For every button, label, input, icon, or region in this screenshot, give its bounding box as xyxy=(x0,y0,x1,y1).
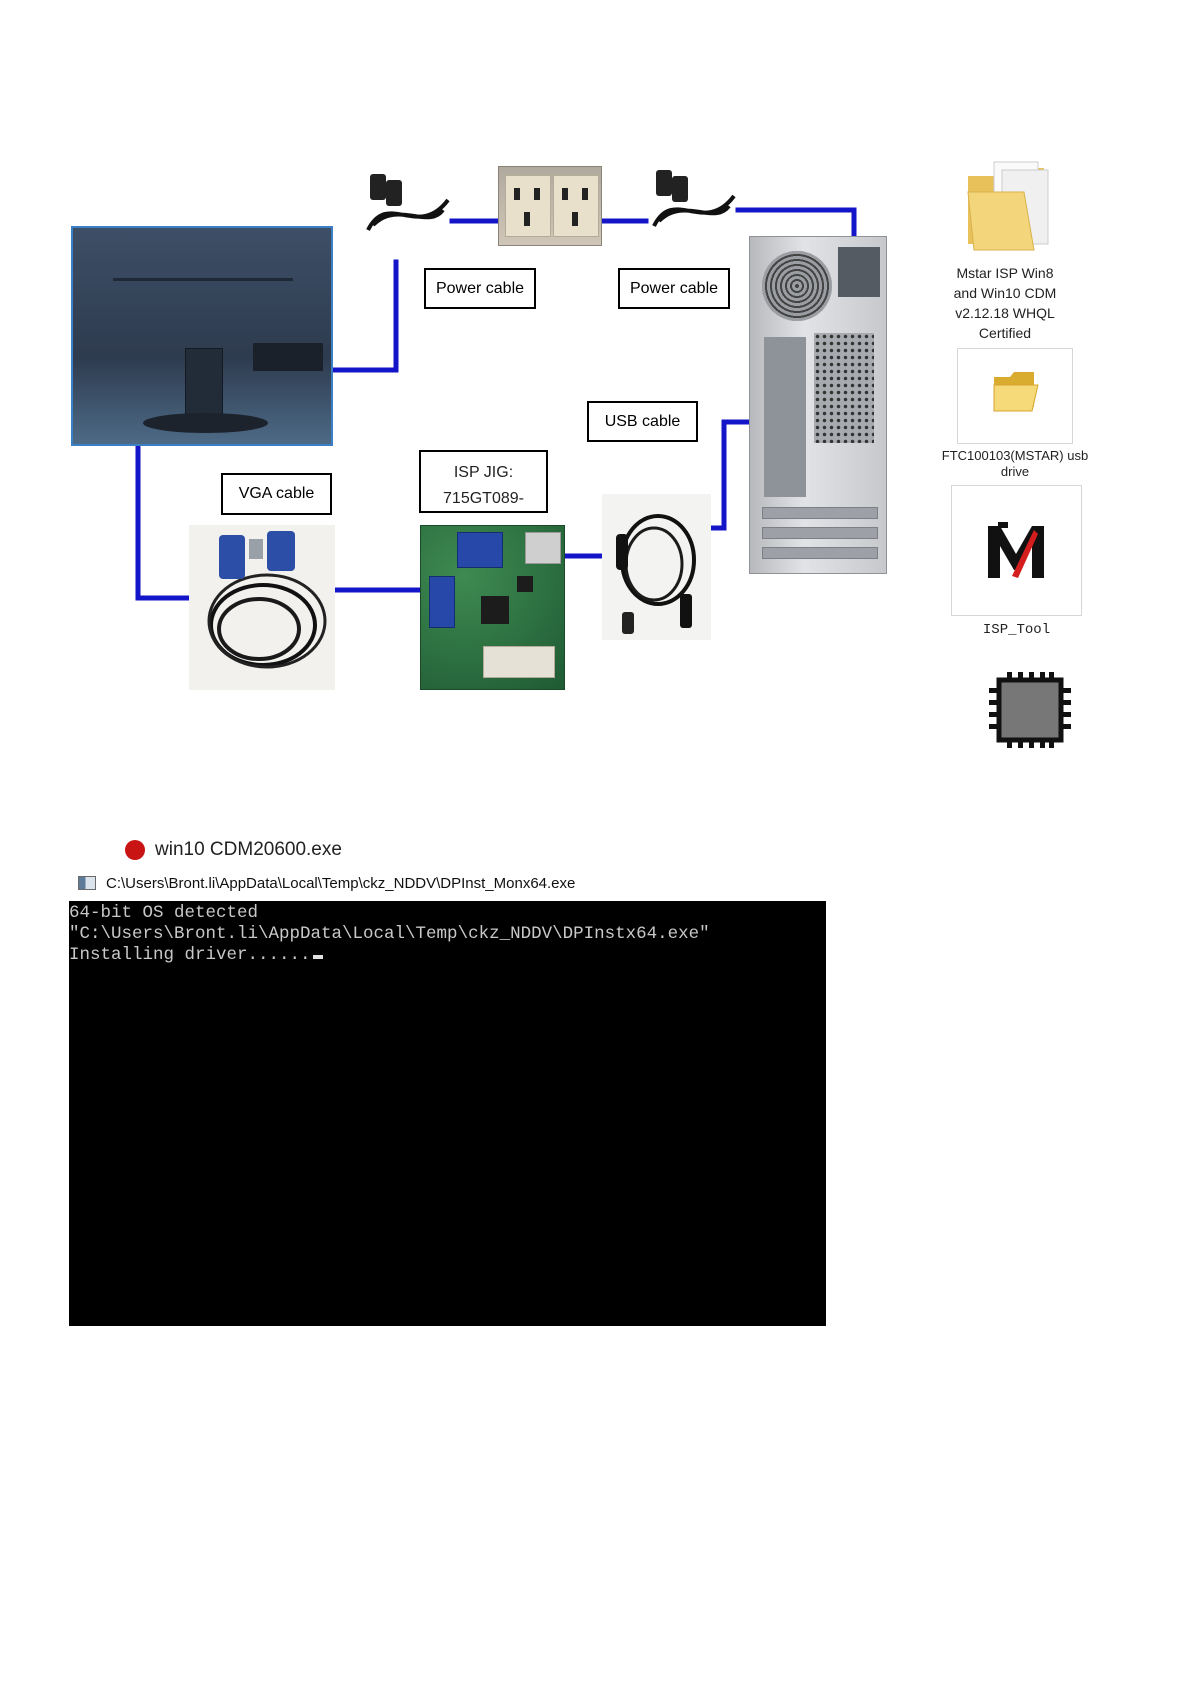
console-title-bar[interactable]: C:\Users\Bront.li\AppData\Local\Temp\ckz… xyxy=(78,872,575,894)
console-line: "C:\Users\Bront.li\AppData\Local\Temp\ck… xyxy=(69,924,710,944)
console-window-title: C:\Users\Bront.li\AppData\Local\Temp\ckz… xyxy=(106,874,576,892)
isp-tool-logo-icon xyxy=(988,522,1044,578)
usb-drive-caption-line: drive xyxy=(1000,464,1030,479)
console-line: 64-bit OS detected xyxy=(69,903,259,923)
folder-caption: Mstar ISP Win8 and Win10 CDM v2.12.18 WH… xyxy=(935,263,1075,343)
power-cable-right-label: Power cable xyxy=(618,268,730,309)
isp-jig-label-line2: 715GT089- xyxy=(443,490,524,507)
usb-drive-caption-line: FTC100103(MSTAR) usb xyxy=(941,448,1089,463)
folder-caption-line: Certified xyxy=(978,325,1032,341)
isp-jig-label: ISP JIG: 715GT089- xyxy=(419,450,548,513)
usb-cable-photo xyxy=(602,494,711,640)
usb-drive-folder-tile[interactable] xyxy=(957,348,1073,444)
installer-app-icon xyxy=(125,840,145,860)
monitor-back-photo xyxy=(71,226,333,446)
power-socket-photo xyxy=(498,166,602,246)
exe-file-item[interactable]: win10 CDM20600.exe xyxy=(125,836,342,864)
console-line-text: Installing driver...... xyxy=(69,945,311,965)
power-cable-left-label: Power cable xyxy=(424,268,536,309)
vga-cable-photo xyxy=(189,525,335,690)
isp-jig-label-line1: ISP JIG: xyxy=(453,464,514,481)
isp-tool-tile[interactable] xyxy=(951,485,1082,616)
exe-file-name: win10 CDM20600.exe xyxy=(155,839,342,860)
console-window[interactable]: 64-bit OS detected "C:\Users\Bront.li\Ap… xyxy=(69,901,826,1326)
isp-jig-board-photo xyxy=(420,525,565,690)
wire-usb-tower xyxy=(708,419,768,531)
isp-tool-caption: ISP_Tool xyxy=(982,622,1051,638)
folder-small-icon xyxy=(993,372,1039,412)
usb-cable-label: USB cable xyxy=(587,401,698,442)
console-app-icon xyxy=(78,876,96,890)
power-plug-left-icon xyxy=(366,174,450,231)
folder-caption-line: v2.12.18 WHQL xyxy=(955,305,1055,321)
pc-tower-photo xyxy=(749,236,887,574)
console-cursor xyxy=(312,955,323,959)
folder-caption-line: and Win10 CDM xyxy=(953,285,1057,301)
folder-icon xyxy=(967,161,1049,251)
vga-cable-label: VGA cable xyxy=(221,473,332,515)
console-line-installing: Installing driver...... xyxy=(69,945,323,965)
power-plug-right-icon xyxy=(652,170,736,227)
chip-icon[interactable] xyxy=(985,670,1075,750)
usb-drive-caption: FTC100103(MSTAR) usb drive xyxy=(920,448,1110,480)
folder-caption-line: Mstar ISP Win8 xyxy=(956,265,1054,281)
